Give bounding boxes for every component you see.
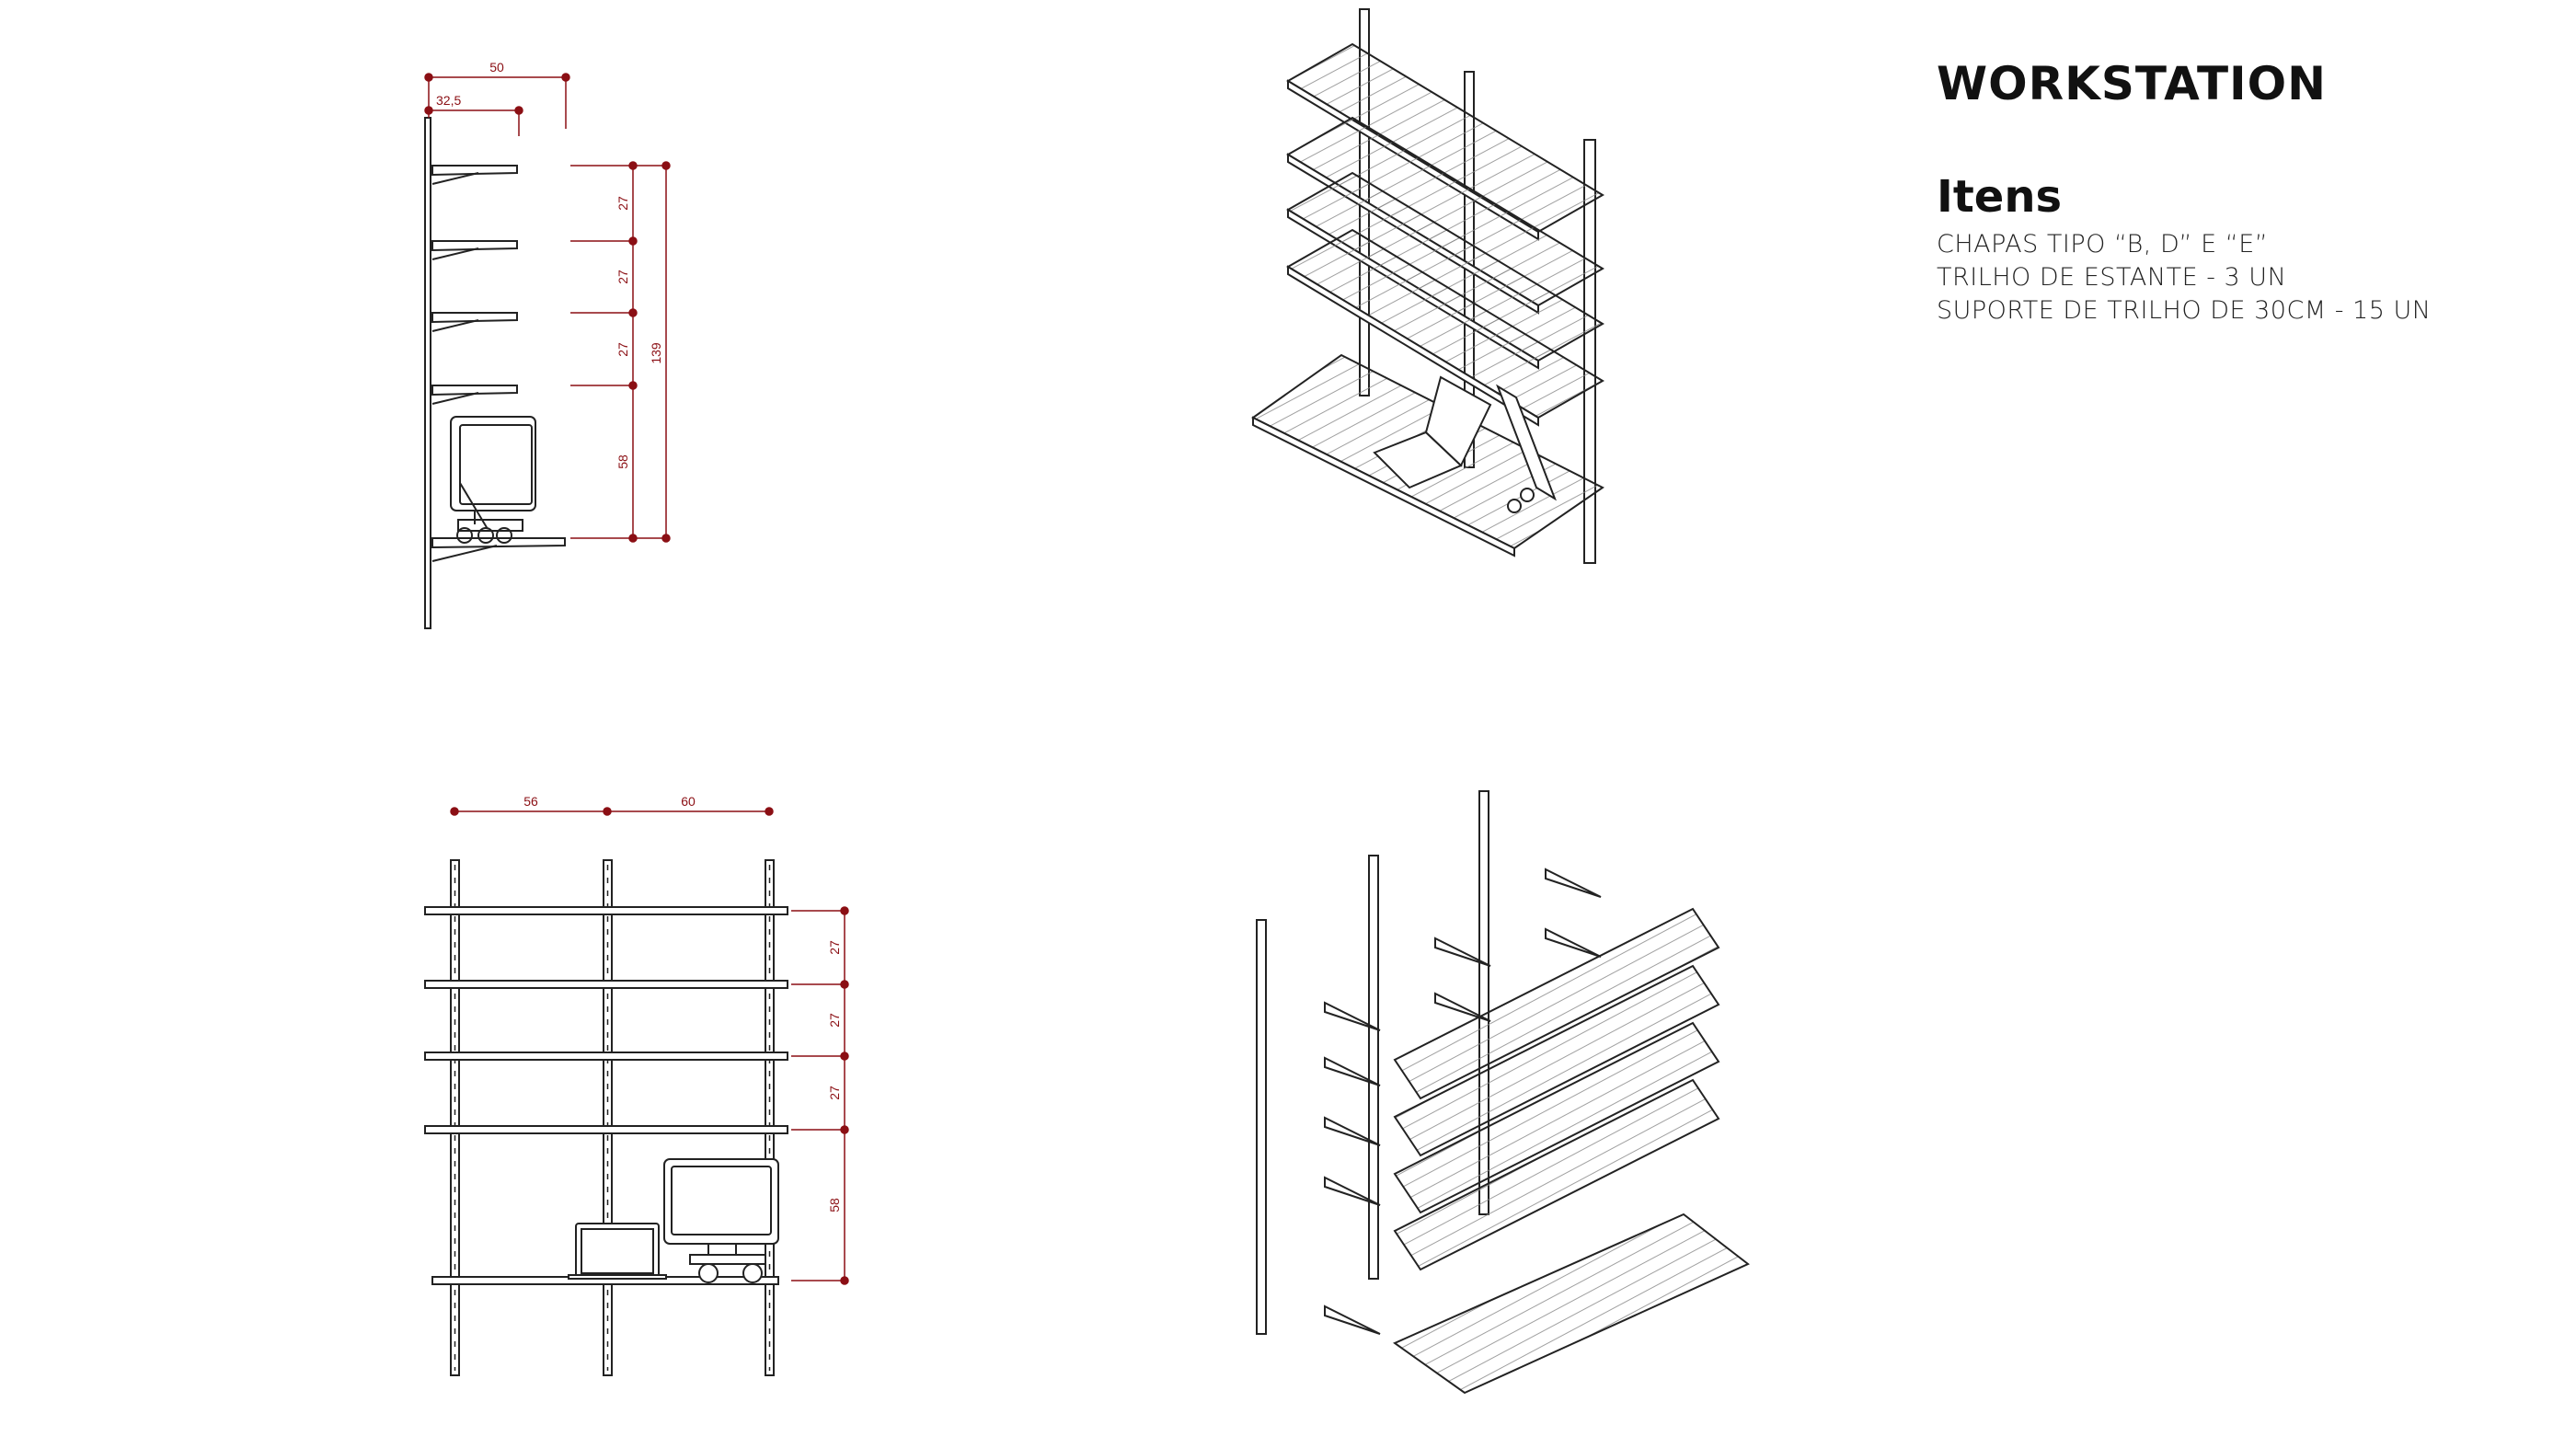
item-line-1: CHAPAS TIPO “B, D” E “E” [1937,230,2269,259]
upright-left [450,859,460,1376]
isometric-exploded [1256,790,1750,1395]
iso-rail-right [1583,139,1596,564]
exploded-shelf-3 [1393,1021,1720,1214]
dim-front-spacing-3: 27 [827,1086,842,1100]
exploded-shelf-1 [1393,907,1720,1100]
dim-front-spacing-2: 27 [827,1013,842,1028]
shelf-side-1 [431,165,518,185]
iso-monitor [1496,384,1557,513]
dim-side-total: 139 [649,342,663,364]
shelf-front-2 [424,980,788,989]
dim-depth-inner: 32,5 [436,93,461,108]
item-line-2: TRILHO DE ESTANTE - 3 UN [1937,263,2287,292]
dim-side-spacing-4: 58 [615,454,630,469]
dim-front-width-1: 56 [523,794,538,809]
dim-front-width-2: 60 [681,794,696,809]
shelf-front-1 [424,906,788,915]
exploded-rail-left [1256,919,1267,1335]
dim-front-spacing-1: 27 [827,940,842,955]
shelf-side-3 [431,312,518,332]
monitor-front [663,1158,779,1283]
items-list: CHAPAS TIPO “B, D” E “E” TRILHO DE ESTAN… [1937,228,2431,328]
exploded-shelf-4 [1393,1078,1720,1271]
laptop-front [568,1223,667,1280]
dim-side-spacing-2: 27 [615,270,630,284]
upright-right [765,859,775,1376]
dim-side-spacing-3: 27 [615,342,630,357]
dim-depth-outer: 50 [489,60,504,75]
shelf-front-4 [424,1125,788,1134]
isometric-assembled [1251,8,1604,564]
item-line-3: SUPORTE DE TRILHO DE 30CM - 15 UN [1937,296,2432,325]
shelf-side-2 [431,240,518,260]
dim-front-spacing-4: 58 [827,1198,842,1212]
iso-laptop [1373,375,1492,489]
exploded-brackets [1324,868,1602,1335]
monitor-side [450,416,536,544]
exploded-rail-center [1368,855,1379,1280]
page-title: WORKSTATION [1937,57,2328,110]
upright-center [603,859,613,1376]
exploded-shelf-2 [1393,964,1720,1157]
shelf-side-desk [431,537,566,562]
front-view: 56 60 27 27 27 58 [424,794,849,1376]
exploded-desk [1392,1212,1750,1395]
shelf-side-4 [431,385,518,405]
items-heading: Itens [1937,171,2063,223]
side-view: 50 32,5 27 27 27 58 139 [424,60,671,629]
shelf-front-3 [424,1052,788,1061]
wall-rail [424,117,431,629]
dim-side-spacing-1: 27 [615,196,630,211]
